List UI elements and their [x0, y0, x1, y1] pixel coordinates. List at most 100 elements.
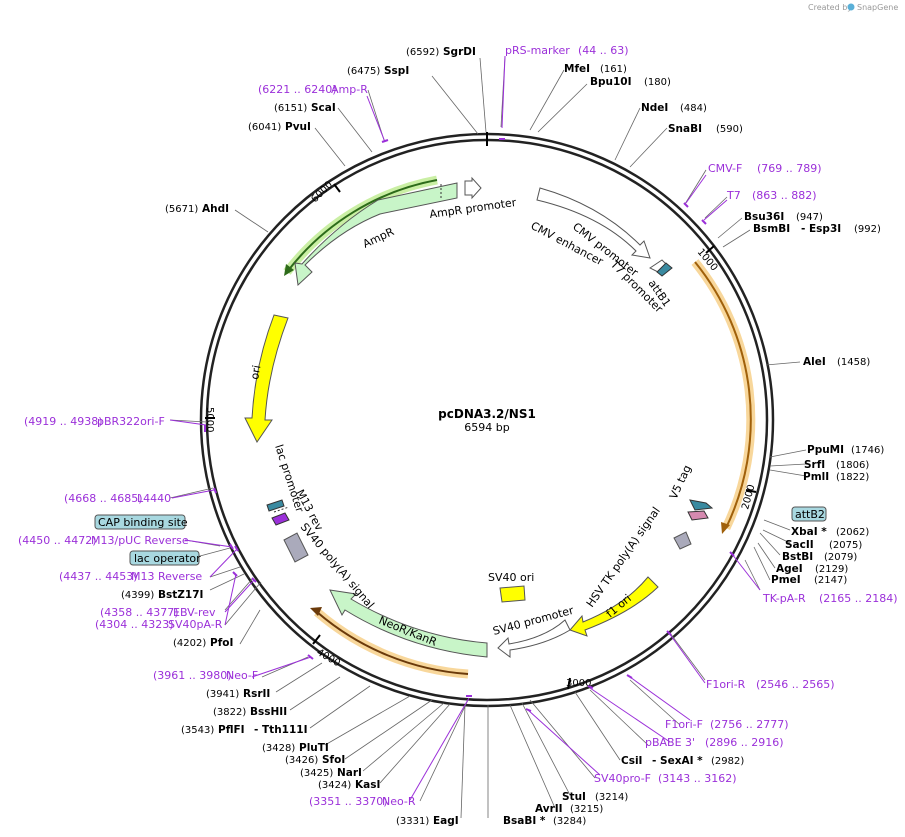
sv40-promoter-arrow — [497, 619, 571, 658]
label-nari[interactable]: NarI — [337, 767, 362, 779]
label-agei-pos: (2129) — [815, 564, 848, 575]
sv40-ori-box — [499, 585, 526, 603]
label-bpu10i[interactable]: Bpu10I — [590, 76, 632, 88]
cap-binding-site-box[interactable] — [94, 514, 186, 530]
label-agei[interactable]: AgeI — [776, 563, 803, 575]
primer-l4440-pos: (4668 .. 4685) — [64, 492, 143, 505]
primer-ebv-rev[interactable]: EBV-rev — [173, 606, 216, 619]
primer-prs-marker[interactable]: pRS-marker — [505, 44, 570, 57]
label-pmei[interactable]: PmeI — [771, 574, 801, 586]
primer-tk-pa-r[interactable]: TK-pA-R — [762, 592, 806, 605]
label-xbai[interactable]: XbaI * — [791, 526, 827, 538]
primer-pbabe-3[interactable]: pBABE 3' — [645, 736, 695, 749]
label-bsu36i[interactable]: Bsu36I — [744, 211, 784, 223]
label-sexai-pos: (2982) — [711, 756, 744, 767]
label-eagi[interactable]: EagI — [433, 815, 459, 827]
label-eagi-pos: (3331) — [396, 816, 429, 827]
label-scai[interactable]: ScaI — [311, 102, 336, 114]
orange-arc-right — [694, 261, 752, 529]
label-pfoi[interactable]: PfoI — [210, 637, 233, 649]
label-pvui[interactable]: PvuI — [285, 121, 311, 133]
attb2-box[interactable] — [791, 506, 827, 522]
label-kasi-pos: (3424) — [318, 780, 351, 791]
label-pmei-pos: (2147) — [814, 575, 847, 586]
primer-pbr322ori-f[interactable]: pBR322ori-F — [97, 415, 165, 428]
label-avrii[interactable]: AvrII — [535, 803, 563, 815]
attb2-feature — [689, 499, 714, 511]
label-ahdi-pos: (5671) — [165, 204, 198, 215]
label-srfi[interactable]: SrfI — [804, 459, 825, 471]
label-snabi-pos: (590) — [716, 124, 743, 135]
label-alei[interactable]: AleI — [803, 356, 826, 368]
label-rsrii[interactable]: RsrII — [243, 688, 270, 700]
credit-text: Created by — [808, 3, 852, 12]
label-pmli[interactable]: PmlI — [803, 471, 829, 483]
primer-cmv-f[interactable]: CMV-F — [708, 162, 742, 175]
label-bsshii[interactable]: BssHII — [250, 706, 287, 718]
label-csii[interactable]: CsiI — [621, 755, 642, 767]
label-sfoi[interactable]: SfoI — [322, 754, 345, 766]
label-attb2: attB2 — [795, 508, 825, 521]
primer-m13-reverse[interactable]: M13 Reverse — [131, 570, 202, 583]
label-bsu36i-pos: (947) — [796, 212, 823, 223]
label-ppumi[interactable]: PpuMI — [807, 444, 844, 456]
label-ndei[interactable]: NdeI — [641, 102, 668, 114]
ori-arrow — [244, 314, 289, 443]
label-pluti[interactable]: PluTI — [299, 742, 329, 754]
label-sexai[interactable]: - SexAI * — [652, 755, 703, 767]
label-sgrdi[interactable]: SgrDI — [443, 46, 476, 58]
label-sacii[interactable]: SacII — [785, 539, 814, 551]
label-stui[interactable]: StuI — [562, 791, 586, 803]
label-pflfi[interactable]: PflFI — [218, 724, 245, 736]
label-srfi-pos: (1806) — [836, 460, 869, 471]
label-pflfi-pos: (3543) — [181, 725, 214, 736]
label-kasi[interactable]: KasI — [355, 779, 380, 791]
primer-l4440[interactable]: L4440 — [137, 492, 171, 505]
label-esp3i[interactable]: - Esp3I — [801, 223, 841, 235]
label-sfoi-pos: (3426) — [285, 755, 318, 766]
label-bstz17i[interactable]: BstZ17I — [158, 589, 203, 601]
primer-neo-r[interactable]: Neo-R — [382, 795, 416, 808]
lac-operator-box[interactable] — [129, 550, 200, 566]
primer-m13puc-reverse[interactable]: M13/pUC Reverse — [91, 534, 189, 547]
label-bsmbi[interactable]: BsmBI — [753, 223, 790, 235]
label-alei-pos: (1458) — [837, 357, 870, 368]
primer-amp-r[interactable]: Amp-R — [331, 83, 368, 96]
ampr-arc — [286, 179, 438, 273]
primer-neo-f[interactable]: Neo-F — [226, 669, 258, 682]
attb1-arrow — [656, 262, 673, 277]
label-snabi[interactable]: SnaBI — [668, 123, 702, 135]
tick-label-6000: 6000 — [309, 179, 335, 205]
primer-sv40pro-f[interactable]: SV40pro-F — [594, 772, 651, 785]
label-ahdi[interactable]: AhdI — [202, 203, 229, 215]
primer-pbabe-3-pos: (2896 .. 2916) — [705, 736, 784, 749]
label-mfei[interactable]: MfeI — [564, 63, 590, 75]
label-nari-pos: (3425) — [300, 768, 333, 779]
label-bsabi[interactable]: BsaBI * — [503, 815, 546, 827]
primer-f1ori-r[interactable]: F1ori-R — [706, 678, 746, 691]
ampr-promoter-arrow — [464, 176, 482, 200]
label-rsrii-pos: (3941) — [206, 689, 239, 700]
label-lac-operator: lac operator — [134, 552, 201, 565]
plasmid-name: pcDNA3.2/NS1 — [438, 407, 536, 421]
label-pmli-pos: (1822) — [836, 472, 869, 483]
snapgene-logo-icon — [847, 3, 855, 11]
tick-label-3000: 3000 — [566, 678, 591, 689]
primer-sv40pa-r[interactable]: SV40pA-R — [168, 618, 223, 631]
primer-f1ori-f[interactable]: F1ori-F — [665, 718, 703, 731]
primer-m13-reverse-pos: (4437 .. 4453) — [59, 570, 138, 583]
label-sspi[interactable]: SspI — [384, 65, 409, 77]
label-bstbi[interactable]: BstBI — [782, 551, 813, 563]
feature-label-sv40-ori: SV40 ori — [488, 571, 534, 584]
label-tth111i[interactable]: - Tth111I — [254, 724, 308, 736]
orange-highlight-arc-right — [691, 259, 756, 530]
tick-label-5000: 5000 — [204, 407, 215, 432]
primer-prs-marker-pos: (44 .. 63) — [578, 44, 629, 57]
label-bpu10i-pos: (180) — [644, 77, 671, 88]
label-ppumi-pos: (1746) — [851, 445, 884, 456]
primer-t7[interactable]: T7 — [726, 189, 741, 202]
label-xbai-pos: (2062) — [836, 527, 869, 538]
primer-tk-pa-r-pos: (2165 .. 2184) — [819, 592, 898, 605]
